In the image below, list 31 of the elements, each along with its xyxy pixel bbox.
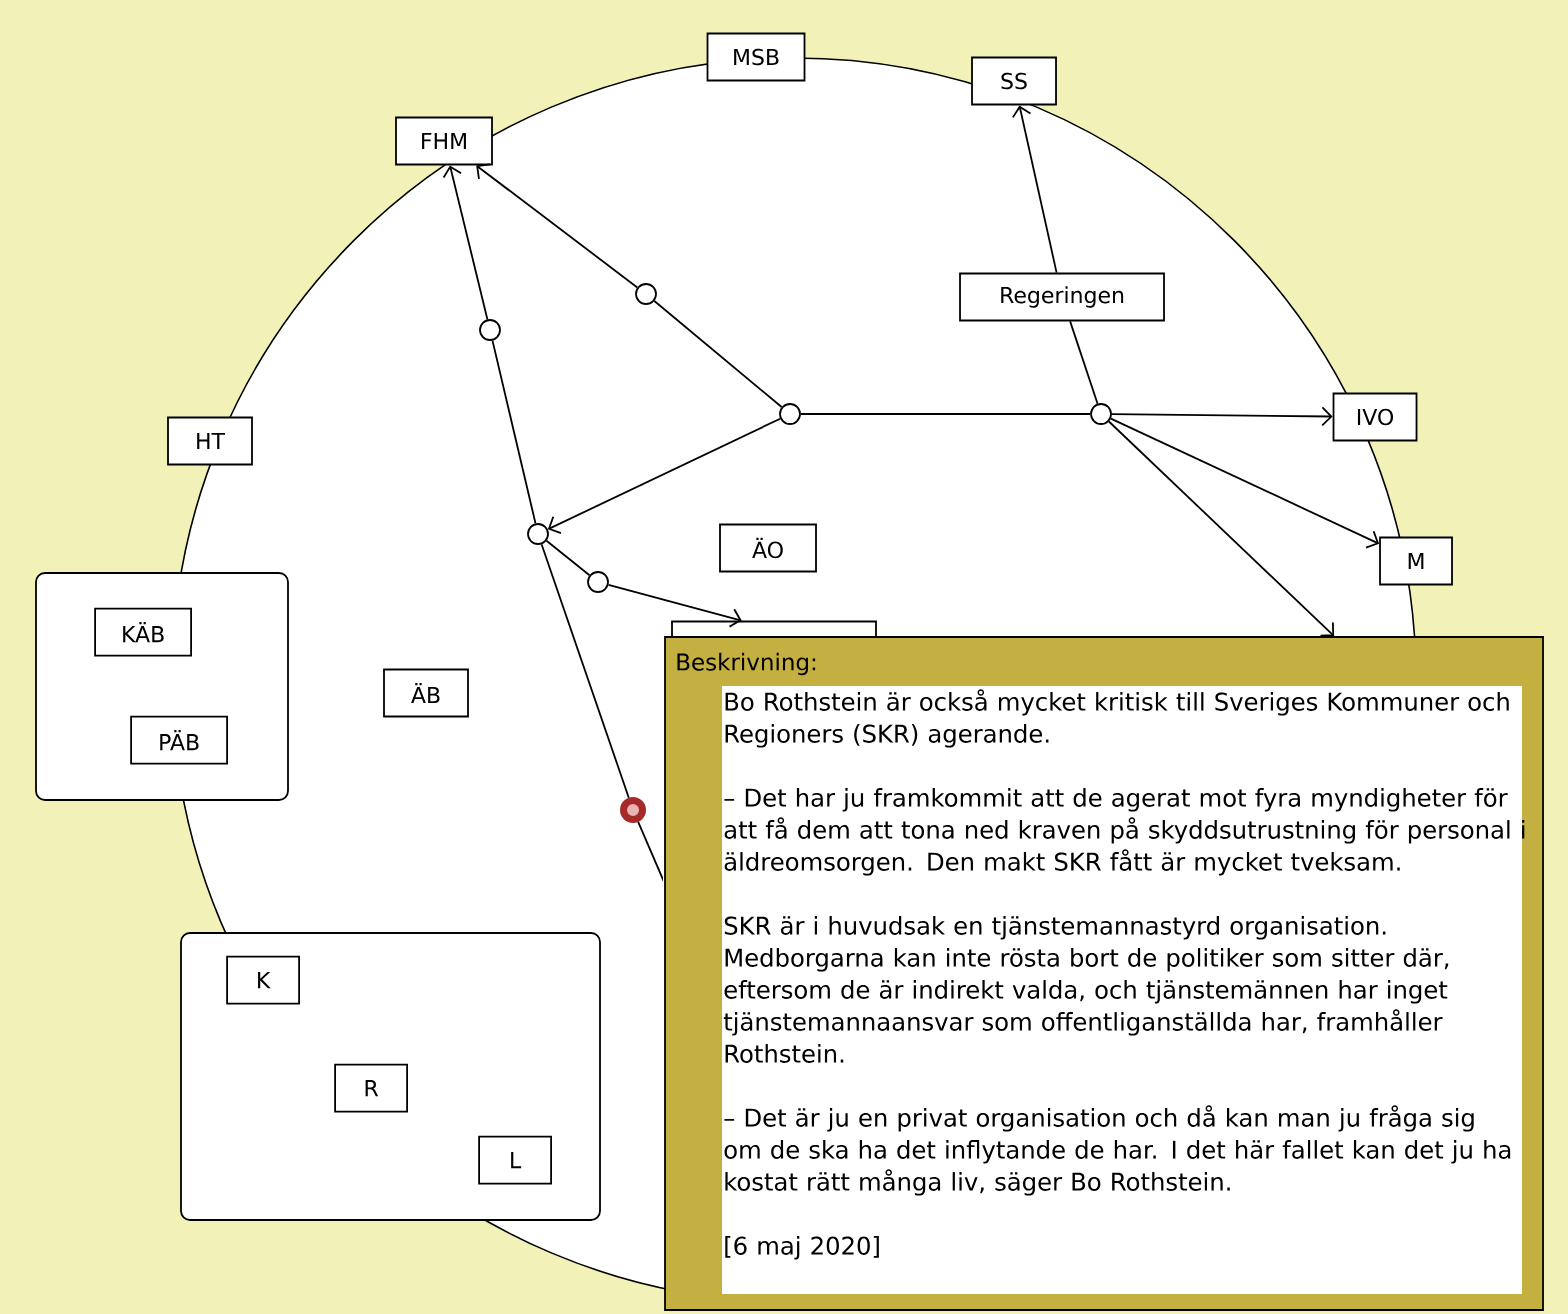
arrow	[1108, 420, 1335, 637]
label-box	[671, 620, 877, 638]
arrow	[1111, 406, 1333, 427]
label-box: ÄB	[383, 668, 469, 718]
arrow	[476, 163, 639, 289]
arrow	[607, 583, 742, 628]
label-box: PÄB	[130, 715, 228, 765]
label-box: M	[1379, 536, 1453, 586]
paragraph: Bo Rothstein är också mycket kritisk till Sveriges Kommuner och Regioners (SKR) agerande.	[725, 689, 1509, 748]
tooltip-heading: Beskrivning:	[677, 652, 816, 676]
arrow	[547, 417, 782, 534]
label-box: K	[226, 955, 300, 1005]
label-box: Regeringen	[959, 272, 1165, 322]
paragraph: – Det har ju framkommit att de agerat mot fyra myndigheter för att få dem att tona ned kraven på skyddsutrustning för personal i äldreomsorgen. Den makt SKR fått är mycket tveksam.	[724, 788, 1525, 876]
arrow	[1110, 417, 1380, 549]
label-box: L	[478, 1135, 552, 1185]
label-box: HT	[167, 416, 253, 466]
arrow	[442, 165, 489, 321]
group-box	[180, 932, 601, 1221]
label-box: MSB	[706, 32, 806, 82]
label-box: ÄO	[719, 523, 817, 573]
label-box: FHM	[395, 116, 493, 166]
paragraph: [6 maj 2020]	[725, 1236, 879, 1260]
label-box: SS	[971, 56, 1057, 106]
label-box: R	[334, 1063, 408, 1113]
marker-dot	[620, 797, 646, 823]
label-box: KÄB	[94, 607, 192, 657]
arrow	[1011, 105, 1058, 274]
paragraph: – Det är ju en privat organisation och då kan man ju fråga sig om de ska ha det inflytande de har. I det här fallet kan det ju ha kostat rätt många liv, säger Bo Rothstein.	[724, 1105, 1511, 1196]
label-box: IVO	[1332, 392, 1418, 442]
paragraph: SKR är i huvudsak en tjänstemannastyrd organisation. Medborgarna kan inte rösta bort de politiker som sitter där, eftersom de är indirekt valda, och tjänstemännen har inget tjänstemannaansvar som offentliganställda har, framhåller Rothstein.	[723, 916, 1449, 1063]
